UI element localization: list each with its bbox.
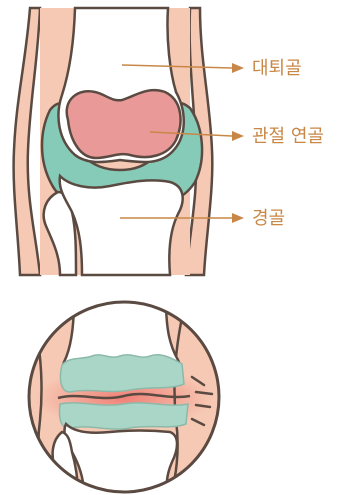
damaged-knee xyxy=(29,300,219,495)
articular-cartilage xyxy=(67,90,181,158)
tibia-arrowhead xyxy=(232,213,244,223)
healthy-knee: 대퇴골 관절 연골 경골 xyxy=(14,8,324,275)
degraded-cartilage-lower xyxy=(59,403,188,429)
femur-label: 대퇴골 xyxy=(252,58,302,79)
degraded-cartilage-upper xyxy=(60,355,184,392)
skin-tissue xyxy=(14,8,40,275)
cartilage-arrowhead xyxy=(232,131,244,141)
tibia-label: 경골 xyxy=(252,208,285,229)
cartilage-label: 관절 연골 xyxy=(252,126,324,147)
femur-arrowhead xyxy=(232,63,244,73)
